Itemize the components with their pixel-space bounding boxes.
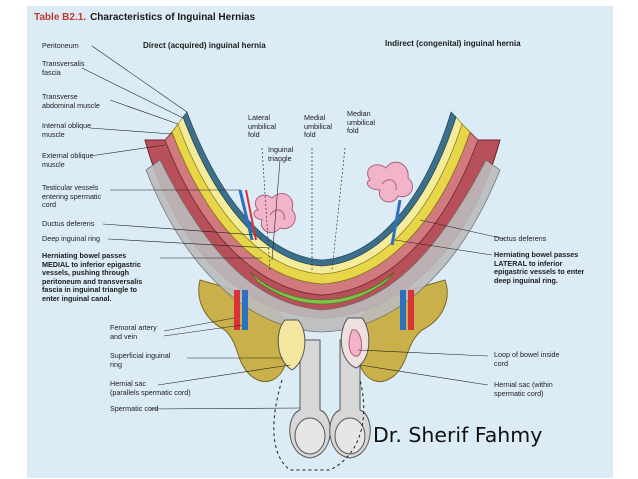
label-testicular-vessels: Testicular vessels entering spermatic co… (42, 183, 102, 210)
label-spermatic-cord: Spermatic cord (110, 404, 159, 413)
label-loop-of-bowel: Loop of bowel inside cord (494, 350, 560, 368)
label-hernial-sac-direct: Hernial sac (parallels spermatic cord) (110, 379, 191, 397)
spermatic-cords (273, 339, 371, 471)
bowel-loop-in-cord (348, 329, 363, 357)
label-external-oblique: External oblique muscle (42, 151, 94, 169)
label-inguinal-triangle: Inguinal triangle (268, 145, 294, 163)
peritoneum-layer (182, 111, 457, 267)
direct-hernia-header: Direct (acquired) inguinal hernia (143, 41, 266, 50)
table-title: Table B2.1.Characteristics of Inguinal H… (34, 12, 255, 23)
label-transversalis-fascia: Transversalis fascia (42, 59, 85, 77)
label-transverse-abdominal: Transverse abdominal muscle (42, 92, 100, 110)
left-bowel-loops (253, 193, 296, 233)
label-superficial-inguinal-ring: Superficial inguinal ring (110, 351, 171, 369)
label-peritoneum: Peritoneum (42, 41, 79, 50)
label-median-umbilical-fold: Median umbilical fold (347, 109, 375, 136)
label-deep-inguinal-ring: Deep inguinal ring (42, 234, 100, 243)
label-hernial-sac-indirect: Hernial sac (within spermatic cord) (494, 380, 553, 398)
label-femoral-artery-vein: Femoral artery and vein (110, 323, 157, 341)
indirect-hernia-header: Indirect (congenital) inguinal hernia (385, 39, 521, 48)
label-direct-description: Herniating bowel passes MEDIAL to inferi… (42, 251, 143, 303)
right-pelvic-bone (344, 279, 448, 383)
label-lateral-umbilical-fold: Lateral umbilical fold (248, 113, 276, 140)
left-vessels (234, 189, 257, 330)
inguinal-triangle-area (249, 271, 395, 305)
table-title-text: Characteristics of Inguinal Hernias (90, 12, 256, 23)
label-ductus-deferens-left: Ductus deferens (42, 219, 95, 228)
umbilical-fold-lines (261, 147, 346, 271)
label-ductus-deferens-right: Ductus deferens (494, 234, 547, 243)
leader-lines (81, 45, 506, 410)
left-hernial-sac (277, 319, 306, 371)
right-bowel-loops (366, 161, 413, 203)
author-watermark: Dr. Sherif Fahmy (373, 423, 543, 447)
table-number: Table B2.1. (34, 12, 87, 23)
label-internal-oblique: Internal oblique muscle (42, 121, 92, 139)
label-medial-umbilical-fold: Medial umbilical fold (304, 113, 332, 140)
right-vessels (390, 199, 414, 330)
label-indirect-description: Herniating bowel passes LATERAL to infer… (494, 250, 585, 285)
